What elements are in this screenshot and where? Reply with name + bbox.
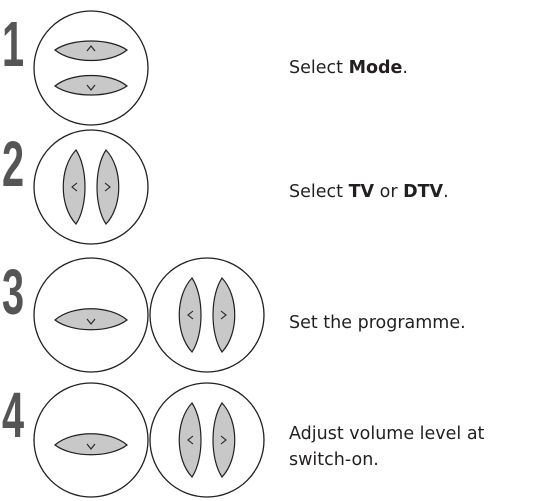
keyword: Mode [348,58,403,78]
left-right-button[interactable] [32,128,150,246]
keyword: DTV [403,182,444,202]
step-2: 2 Select TV or DTV. [0,124,547,246]
left-right-button[interactable] [148,256,266,374]
left-right-button[interactable] [148,381,266,499]
step-caption: Adjust volume level at switch-on. [289,424,485,470]
step-caption: Set the programme. [289,313,466,333]
step-number: 1 [2,8,24,80]
step-caption: Select Mode. [289,58,408,78]
down-button[interactable] [32,381,150,499]
step-number: 3 [2,256,24,328]
left-right-icon [149,382,265,498]
step-number: 2 [2,128,24,200]
down-icon [33,382,149,498]
step-number: 4 [2,379,24,451]
down-button[interactable] [32,256,150,374]
down-icon [33,257,149,373]
left-right-icon [149,257,265,373]
step-4: 4 Adjust volume level at switch-on. [0,379,547,501]
up-down-icon [33,10,149,126]
step-1: 1 Select Mode. [0,0,547,126]
step-caption: Select TV or DTV. [289,182,449,202]
up-down-button[interactable] [32,9,150,127]
step-3: 3 Set the programme. [0,254,547,374]
keyword: TV [348,182,375,202]
left-right-icon [33,129,149,245]
